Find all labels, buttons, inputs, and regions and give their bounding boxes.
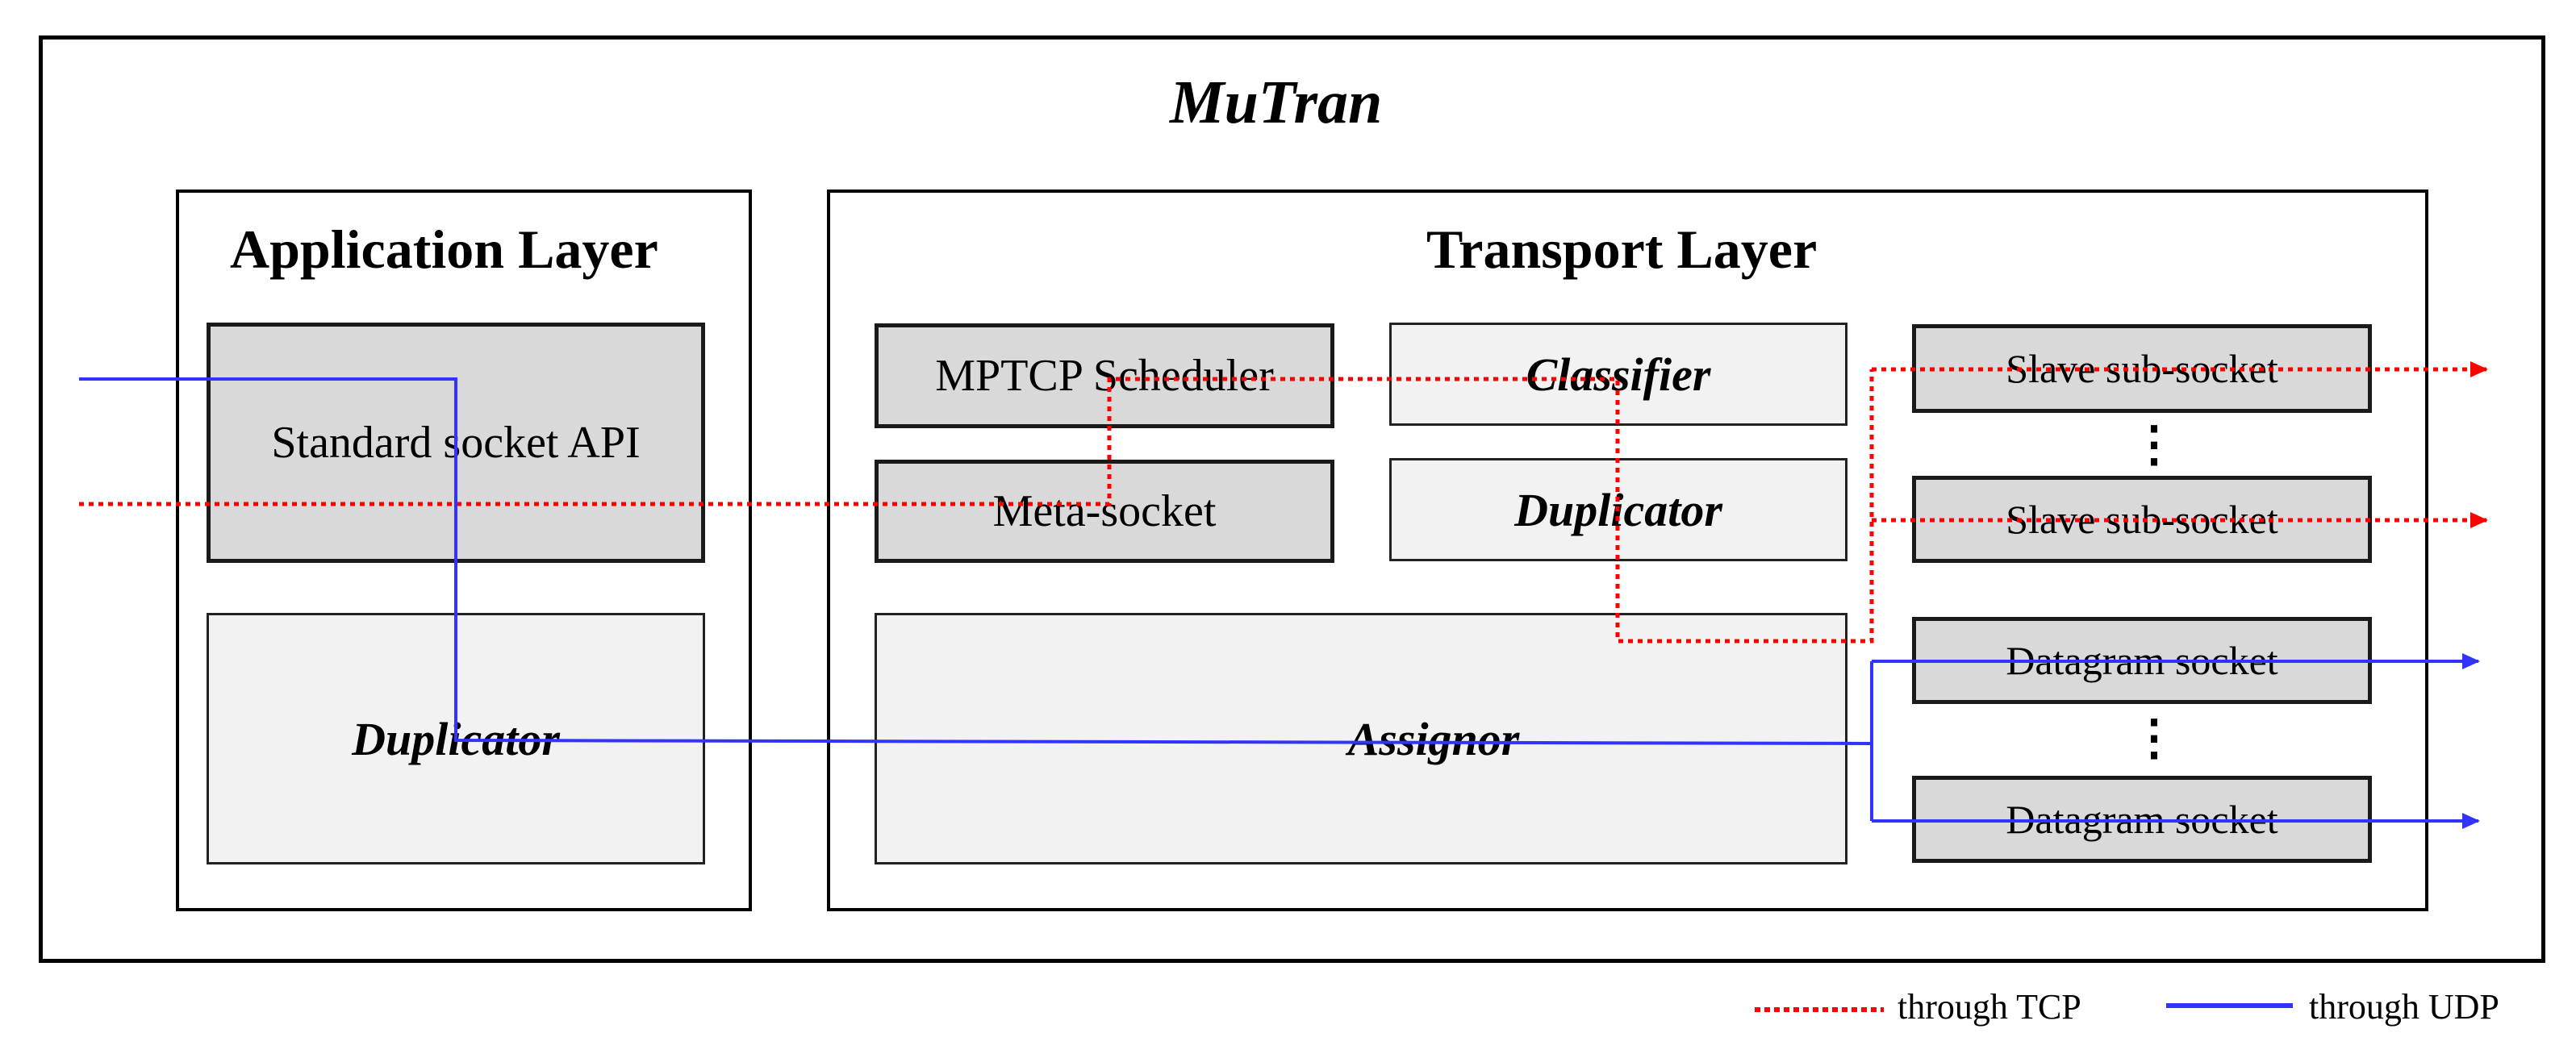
meta-socket-label: Meta-socket [992,486,1217,536]
udp-path [79,377,2480,829]
assignor-box: Assignor [875,613,1847,864]
transport-layer-title: Transport Layer [1426,219,1818,280]
tcp-path-main [79,369,1874,644]
legend-tcp-label: through TCP [1898,987,2081,1027]
classifier-box: Classifier [1389,323,1847,426]
assignor-label: Assignor [1347,712,1520,765]
mptcp-scheduler-label: MPTCP Scheduler [935,351,1274,401]
meta-socket-box: Meta-socket [875,460,1334,563]
tcp-path [79,361,2488,644]
mutran-title: MuTran [1170,69,1383,136]
legend-udp-label: through UDP [2309,987,2499,1027]
udp-path-main [79,377,1873,745]
datagram-ellipsis: ⋮ [2130,711,2178,764]
slave-ellipsis: ⋮ [2130,418,2178,471]
mptcp-scheduler-box: MPTCP Scheduler [875,323,1334,428]
application-layer-title: Application Layer [230,219,658,280]
